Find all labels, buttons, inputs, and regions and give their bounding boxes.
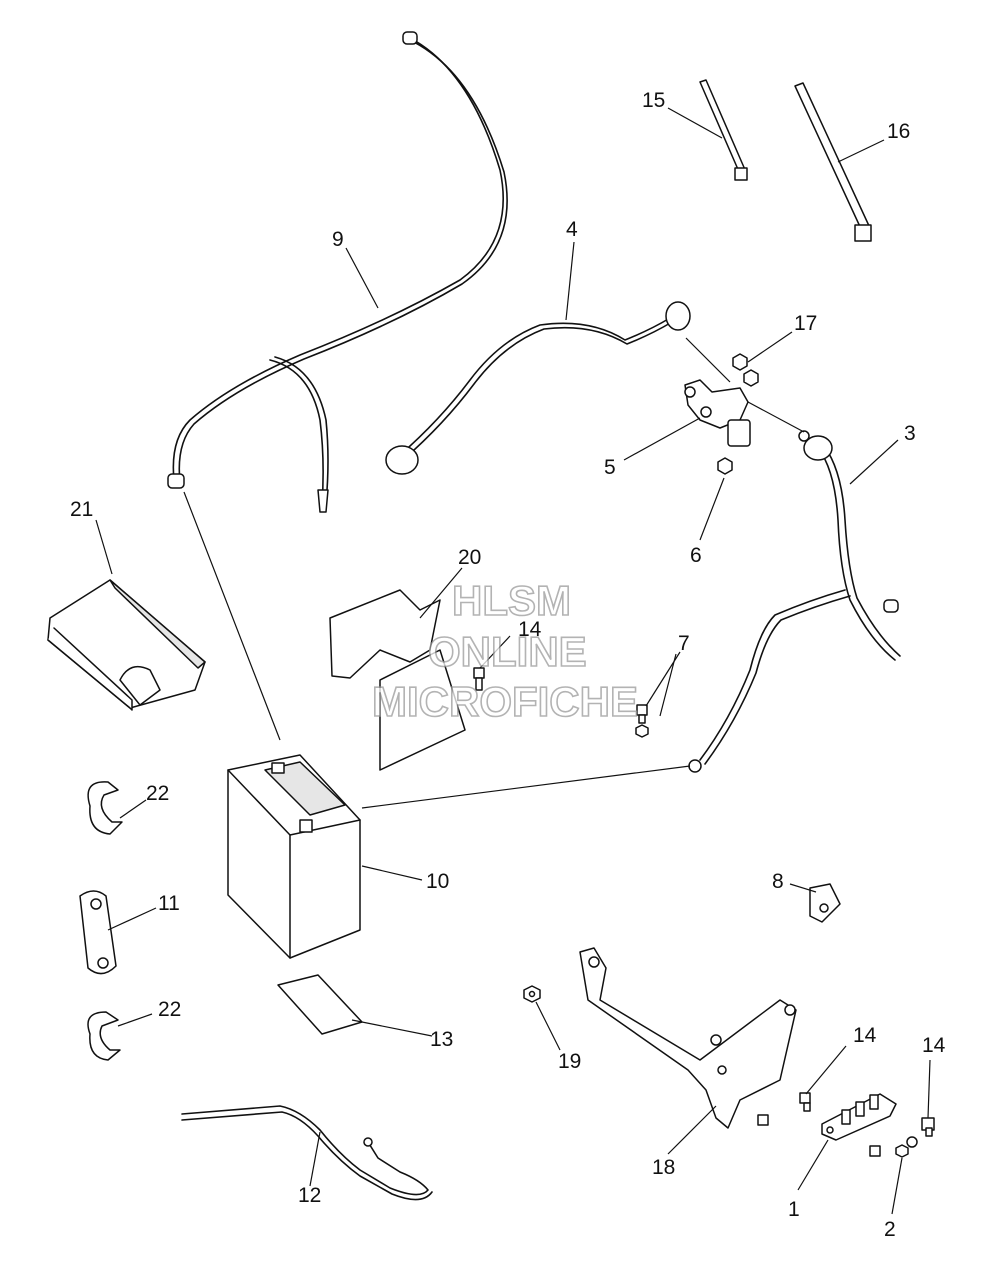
callout-12: 12 — [298, 1184, 321, 1207]
part-13-label[interactable] — [277, 974, 363, 1035]
callout-14-c: 14 — [922, 1034, 946, 1057]
part-5-solenoid[interactable] — [684, 379, 751, 447]
callout-18: 18 — [652, 1156, 675, 1179]
part-2-washers[interactable] — [869, 1136, 918, 1158]
part-8-clamp[interactable] — [809, 883, 841, 923]
watermark-line-1: HLSM — [452, 577, 571, 624]
callout-14-a: 14 — [518, 618, 542, 641]
part-6-bolt[interactable] — [717, 457, 733, 475]
callout-4: 4 — [566, 218, 578, 241]
callout-21: 21 — [70, 498, 93, 521]
callout-17: 17 — [794, 312, 817, 335]
part-9-cable[interactable] — [167, 31, 508, 513]
callout-14-b: 14 — [853, 1024, 877, 1047]
part-4-cable[interactable] — [385, 301, 691, 475]
callout-2: 2 — [884, 1218, 896, 1241]
callout-8: 8 — [772, 870, 784, 893]
part-21-battery-cover[interactable] — [47, 579, 206, 711]
part-11-strap[interactable] — [79, 890, 117, 975]
leader-lines — [95, 107, 931, 1215]
callout-6: 6 — [690, 544, 702, 567]
part-20-bracket[interactable] — [329, 589, 466, 771]
part-10-battery[interactable] — [227, 754, 361, 959]
callout-11: 11 — [158, 892, 180, 915]
part-7-screws[interactable] — [635, 704, 649, 738]
part-19-screw[interactable] — [523, 985, 541, 1003]
callout-7: 7 — [678, 632, 690, 655]
callout-3: 3 — [904, 422, 916, 445]
part-12-rod[interactable] — [181, 1105, 433, 1201]
part-17-nuts[interactable] — [732, 353, 759, 387]
part-14-screw-b[interactable] — [757, 1092, 811, 1126]
part-3-cable[interactable] — [688, 430, 901, 773]
callout-20: 20 — [458, 546, 481, 569]
callout-19: 19 — [558, 1050, 581, 1073]
callout-15: 15 — [642, 89, 665, 112]
watermark-line-3: MICROFICHE — [372, 678, 638, 725]
callout-13: 13 — [430, 1028, 453, 1051]
part-22-clip-b[interactable] — [87, 1011, 121, 1061]
part-18-bracket[interactable] — [579, 947, 797, 1129]
part-1-terminal-block[interactable] — [821, 1093, 897, 1141]
connection-lines — [183, 337, 805, 809]
callout-labels: 9 4 15 16 17 3 5 6 21 20 14 7 22 10 8 11… — [70, 89, 946, 1241]
part-15-tie-strap[interactable] — [699, 79, 748, 181]
part-16-tie-strap[interactable] — [794, 82, 872, 242]
part-14-screw-c[interactable] — [921, 1117, 935, 1137]
callout-1: 1 — [788, 1198, 800, 1221]
part-22-clip-a[interactable] — [87, 781, 123, 835]
callout-22-b: 22 — [158, 998, 181, 1021]
watermark-line-2: ONLINE — [428, 628, 587, 675]
part-14-screw-a[interactable] — [473, 667, 485, 691]
callout-5: 5 — [604, 456, 616, 479]
callout-22-a: 22 — [146, 782, 169, 805]
callout-10: 10 — [426, 870, 449, 893]
watermark: HLSM ONLINE MICROFICHE — [371, 576, 639, 726]
callout-9: 9 — [332, 228, 344, 251]
callout-16: 16 — [887, 120, 910, 143]
